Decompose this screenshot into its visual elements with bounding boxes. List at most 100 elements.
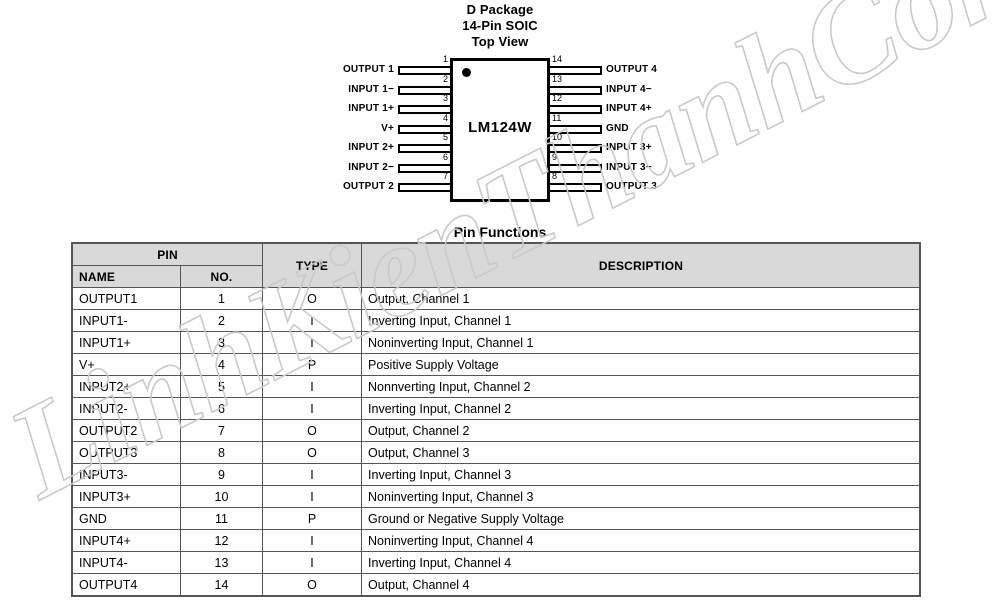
cell-pin-type: P <box>262 353 363 376</box>
pin-label-13: INPUT 4− <box>606 83 652 95</box>
pin-number-14: 14 <box>552 54 563 64</box>
cell-pin-type: O <box>262 419 363 442</box>
pin-label-1: OUTPUT 1 <box>342 64 394 75</box>
cell-pin-number: 6 <box>179 397 264 420</box>
cell-pin-number: 12 <box>179 529 264 552</box>
cell-pin-type: I <box>262 485 363 508</box>
cell-pin-type: I <box>262 331 363 354</box>
cell-pin-name: INPUT2+ <box>72 375 181 398</box>
pin-number-10: 10 <box>552 132 563 142</box>
pin-number-7: 7 <box>442 171 448 181</box>
pin-label-6: INPUT 2− <box>348 161 394 173</box>
pin-label-10: INPUT 3+ <box>606 142 652 153</box>
pin-one-marker-icon <box>462 68 471 77</box>
cell-pin-description: Output, Channel 1 <box>361 287 922 310</box>
cell-pin-number: 1 <box>179 287 264 310</box>
cell-pin-description: Inverting Input, Channel 4 <box>361 551 922 574</box>
cell-pin-number: 7 <box>179 419 264 442</box>
cell-pin-description: Inverting Input, Channel 2 <box>361 397 922 420</box>
pin-number-12: 12 <box>552 93 563 103</box>
cell-pin-number: 3 <box>179 331 264 354</box>
cell-pin-type: I <box>262 375 363 398</box>
cell-pin-type: I <box>262 463 363 486</box>
pin-number-6: 6 <box>442 151 448 162</box>
cell-pin-type: P <box>262 507 363 530</box>
cell-pin-name: OUTPUT4 <box>72 573 181 596</box>
cell-pin-name: INPUT2- <box>72 397 181 420</box>
cell-pin-description: Output, Channel 2 <box>361 419 922 442</box>
header-pin-group: PIN <box>71 243 264 266</box>
table-header: PIN TYPE DESCRIPTION NAME NO. <box>71 243 922 288</box>
cell-pin-name: OUTPUT2 <box>72 419 181 442</box>
cell-pin-number: 11 <box>179 507 264 530</box>
cell-pin-name: INPUT1- <box>72 309 181 332</box>
cell-pin-type: O <box>262 287 363 310</box>
header-name: NAME <box>72 265 181 288</box>
cell-pin-type: O <box>262 441 363 464</box>
pin-label-11: GND <box>606 122 629 134</box>
cell-pin-number: 5 <box>179 375 264 398</box>
cell-pin-description: Noninverting Input, Channel 1 <box>361 331 922 354</box>
cell-pin-name: INPUT3- <box>72 463 181 486</box>
pin-label-14: OUTPUT 4 <box>606 64 658 75</box>
cell-pin-name: OUTPUT3 <box>72 441 181 464</box>
cell-pin-number: 2 <box>179 309 264 332</box>
pin-label-7: OUTPUT 2 <box>342 181 394 192</box>
cell-pin-description: Ground or Negative Supply Voltage <box>361 507 922 530</box>
chip-body: LM124W <box>450 58 550 202</box>
cell-pin-type: I <box>262 309 363 332</box>
cell-pin-description: Output, Channel 3 <box>361 441 922 464</box>
package-title: D Package 14-Pin SOIC Top View <box>300 2 700 50</box>
cell-pin-name: INPUT3+ <box>72 485 181 508</box>
cell-pin-name: INPUT4+ <box>72 529 181 552</box>
pin-number-2: 2 <box>442 73 448 84</box>
cell-pin-name: GND <box>72 507 181 530</box>
cell-pin-name: INPUT4- <box>72 551 181 574</box>
package-title-line-3: Top View <box>471 34 529 49</box>
pin-number-9: 9 <box>552 151 558 162</box>
cell-pin-number: 9 <box>179 463 264 486</box>
pin-number-1: 1 <box>442 54 448 64</box>
pin-label-3: INPUT 1+ <box>348 103 394 114</box>
cell-pin-description: Inverting Input, Channel 3 <box>361 463 922 486</box>
cell-pin-name: V+ <box>72 353 181 376</box>
pin-label-8: OUTPUT 3 <box>606 181 658 192</box>
header-description: DESCRIPTION <box>361 243 922 288</box>
cell-pin-type: I <box>262 397 363 420</box>
cell-pin-name: OUTPUT1 <box>72 287 181 310</box>
cell-pin-type: I <box>262 529 363 552</box>
pin-number-8: 8 <box>552 171 558 181</box>
cell-pin-number: 13 <box>179 551 264 574</box>
chip-part-number: LM124W <box>468 119 532 136</box>
pin-label-4: V+ <box>381 122 394 134</box>
table-header-row-sub: NAME NO. <box>72 265 921 288</box>
cell-pin-number: 8 <box>179 441 264 464</box>
cell-pin-type: O <box>262 573 363 596</box>
table-header-row-group: PIN TYPE DESCRIPTION <box>71 243 922 288</box>
pin-functions-title: Pin Functions <box>453 224 547 240</box>
pin-number-3: 3 <box>442 93 448 103</box>
cell-pin-description: Inverting Input, Channel 1 <box>361 309 922 332</box>
cell-pin-description: Positive Supply Voltage <box>361 353 922 376</box>
pin-label-2: INPUT 1− <box>348 83 394 95</box>
package-title-line-2: 14-Pin SOIC <box>462 18 538 33</box>
package-title-line-1: D Package <box>466 2 534 17</box>
cell-pin-description: Noninverting Input, Channel 4 <box>361 529 922 552</box>
pin-label-9: INPUT 3− <box>606 161 652 173</box>
header-no: NO. <box>179 265 264 288</box>
cell-pin-number: 4 <box>179 353 264 376</box>
cell-pin-description: Nonnverting Input, Channel 2 <box>361 375 922 398</box>
pin-lead-7 <box>398 183 452 192</box>
